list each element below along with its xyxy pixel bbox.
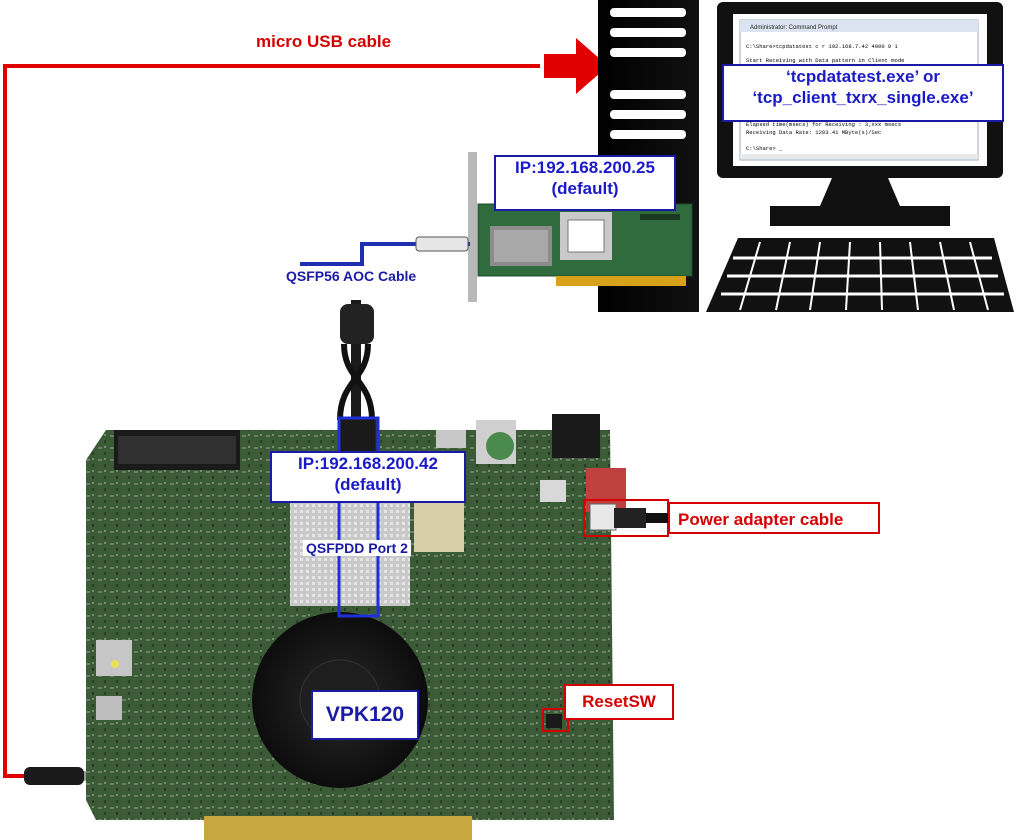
board-ip-label: IP:192.168.200.42 (default) bbox=[270, 451, 466, 503]
nic-ip-address: IP:192.168.200.25 bbox=[515, 158, 655, 177]
qsfp56-cable-label: QSFP56 AOC Cable bbox=[284, 268, 419, 284]
reset-switch-label: ResetSW bbox=[564, 684, 674, 720]
console-line: Start Receiving with Data pattern in Cli… bbox=[746, 57, 904, 64]
keyboard bbox=[706, 238, 1014, 312]
qsfpdd-port-highlight bbox=[337, 416, 380, 618]
power-adapter-cable bbox=[583, 499, 669, 537]
nic-ip-label: IP:192.168.200.25 (default) bbox=[494, 155, 676, 211]
micro-usb-cable bbox=[3, 38, 608, 785]
nic-ip-note: (default) bbox=[551, 179, 619, 199]
qsfpdd-port-label: QSFPDD Port 2 bbox=[303, 540, 411, 556]
pc-app-line2: ‘tcp_client_txrx_single.exe’ bbox=[752, 88, 974, 108]
network-card bbox=[468, 152, 693, 302]
power-adapter-label: Power adapter cable bbox=[668, 502, 880, 534]
qsfp56-aoc-cable bbox=[300, 236, 470, 430]
reset-switch-highlight bbox=[542, 708, 569, 732]
micro-usb-cable-label: micro USB cable bbox=[256, 32, 392, 51]
board-name-label: VPK120 bbox=[311, 690, 419, 740]
usb-arrow-icon bbox=[544, 38, 608, 94]
console-line: Receiving Data Rate: 1203.41 MByte(s)/Se… bbox=[746, 129, 881, 136]
console-line: C:\Share>tcpdatatest c r 192.168.7.42 40… bbox=[746, 43, 899, 50]
console-line: Elapsed time(msecs) for Receiving : 3,xx… bbox=[746, 121, 901, 128]
console-line: C:\Share> _ bbox=[746, 145, 783, 152]
pc-app-label: ‘tcpdatatest.exe’ or ‘tcp_client_txrx_si… bbox=[722, 64, 1004, 122]
board-ip-note: (default) bbox=[334, 475, 402, 495]
pc-app-line1: ‘tcpdatatest.exe’ or bbox=[785, 67, 940, 86]
console-title: Administrator: Command Prompt bbox=[750, 25, 838, 31]
board-ip-address: IP:192.168.200.42 bbox=[298, 454, 438, 473]
